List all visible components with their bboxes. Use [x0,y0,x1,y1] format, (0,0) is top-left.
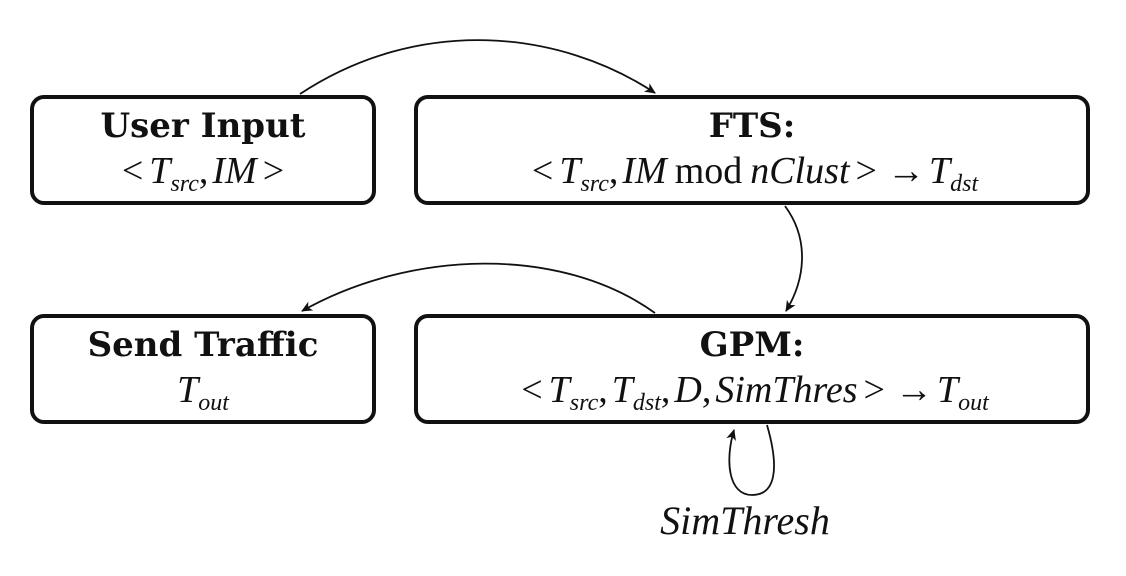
node-title: FTS: [708,106,796,146]
formula-var: T [149,150,171,192]
formula-var: IM [212,150,257,192]
edge-user-to-fts [299,39,656,95]
node-formula: <Tsrc,Tdst,D,SimThres>→Tout [418,368,1086,415]
formula-operator-mod: mod [674,150,743,192]
node-formula: Tout [34,368,372,415]
node-formula: <Tsrc,IM> [34,149,372,196]
node-send-traffic: Send Traffic Tout [30,314,376,424]
formula-arrow: → [894,369,933,411]
formula-arrow: → [886,150,925,192]
formula-subscript: dst [632,390,661,416]
formula-subscript: src [569,390,599,416]
formula-subscript: dst [950,171,979,197]
formula-subscript: src [170,171,199,197]
self-loop-label: SimThresh [660,498,830,543]
formula-var: IM [622,150,667,192]
formula-close: > [262,150,285,192]
formula-open: < [531,150,554,192]
formula-close: > [855,150,877,192]
formula-open: < [121,150,144,192]
formula-var: D [674,369,702,411]
edge-fts-to-gpm [784,205,803,312]
formula-close: > [863,369,885,411]
node-title: GPM: [699,325,805,365]
node-title: User Input [100,106,306,146]
formula-var: T [177,369,199,411]
node-user-input: User Input <Tsrc,IM> [30,95,376,205]
edge-gpm-self-loop [726,424,775,496]
formula-var: nClust [750,150,850,192]
node-title: Send Traffic [87,325,319,365]
formula-subscript: out [958,390,989,416]
formula-var: T [548,369,570,411]
formula-var: T [936,369,959,411]
edge-gpm-to-send-traffic [301,262,656,314]
formula-open: < [521,369,543,411]
formula-subscript: out [198,390,229,416]
node-gpm: GPM: <Tsrc,Tdst,D,SimThres>→Tout [414,314,1090,424]
formula-var: T [559,150,581,192]
formula-var: T [928,150,951,192]
formula-var: T [611,369,633,411]
formula-subscript: src [580,171,609,197]
formula-var: SimThres [715,369,858,411]
